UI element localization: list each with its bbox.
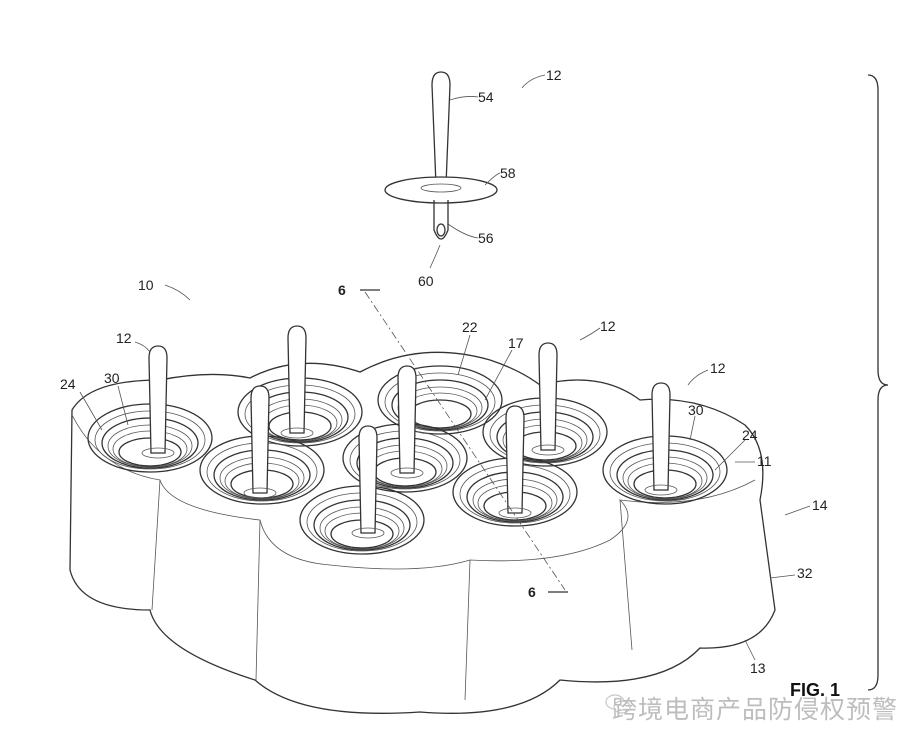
wechat-icon <box>605 694 631 714</box>
label-60: 60 <box>418 273 434 289</box>
label-30-left: 30 <box>104 370 120 386</box>
label-17: 17 <box>508 335 524 351</box>
label-6-top: 6 <box>338 282 346 298</box>
label-12-mid: 12 <box>600 318 616 334</box>
label-14: 14 <box>812 497 828 513</box>
label-30-right: 30 <box>688 402 704 418</box>
label-24-left: 24 <box>60 376 76 392</box>
label-24-right: 24 <box>742 427 758 443</box>
bracket <box>867 74 889 691</box>
label-54: 54 <box>478 89 494 105</box>
label-13: 13 <box>750 660 766 676</box>
exploded-stick <box>384 71 498 240</box>
watermark-text: 跨境电商产品防侵权预警 <box>612 695 899 724</box>
label-10: 10 <box>138 277 154 293</box>
figure-title: FIG. 1 <box>790 680 840 700</box>
label-56: 56 <box>478 230 494 246</box>
label-12-top: 12 <box>546 67 562 83</box>
label-12-right: 12 <box>710 360 726 376</box>
label-22: 22 <box>462 319 478 335</box>
label-58: 58 <box>500 165 516 181</box>
label-6-bottom: 6 <box>528 584 536 600</box>
stick <box>280 325 314 439</box>
label-12-left: 12 <box>116 330 132 346</box>
stick <box>498 405 532 519</box>
label-11: 11 <box>757 453 772 469</box>
label-32: 32 <box>797 565 813 581</box>
